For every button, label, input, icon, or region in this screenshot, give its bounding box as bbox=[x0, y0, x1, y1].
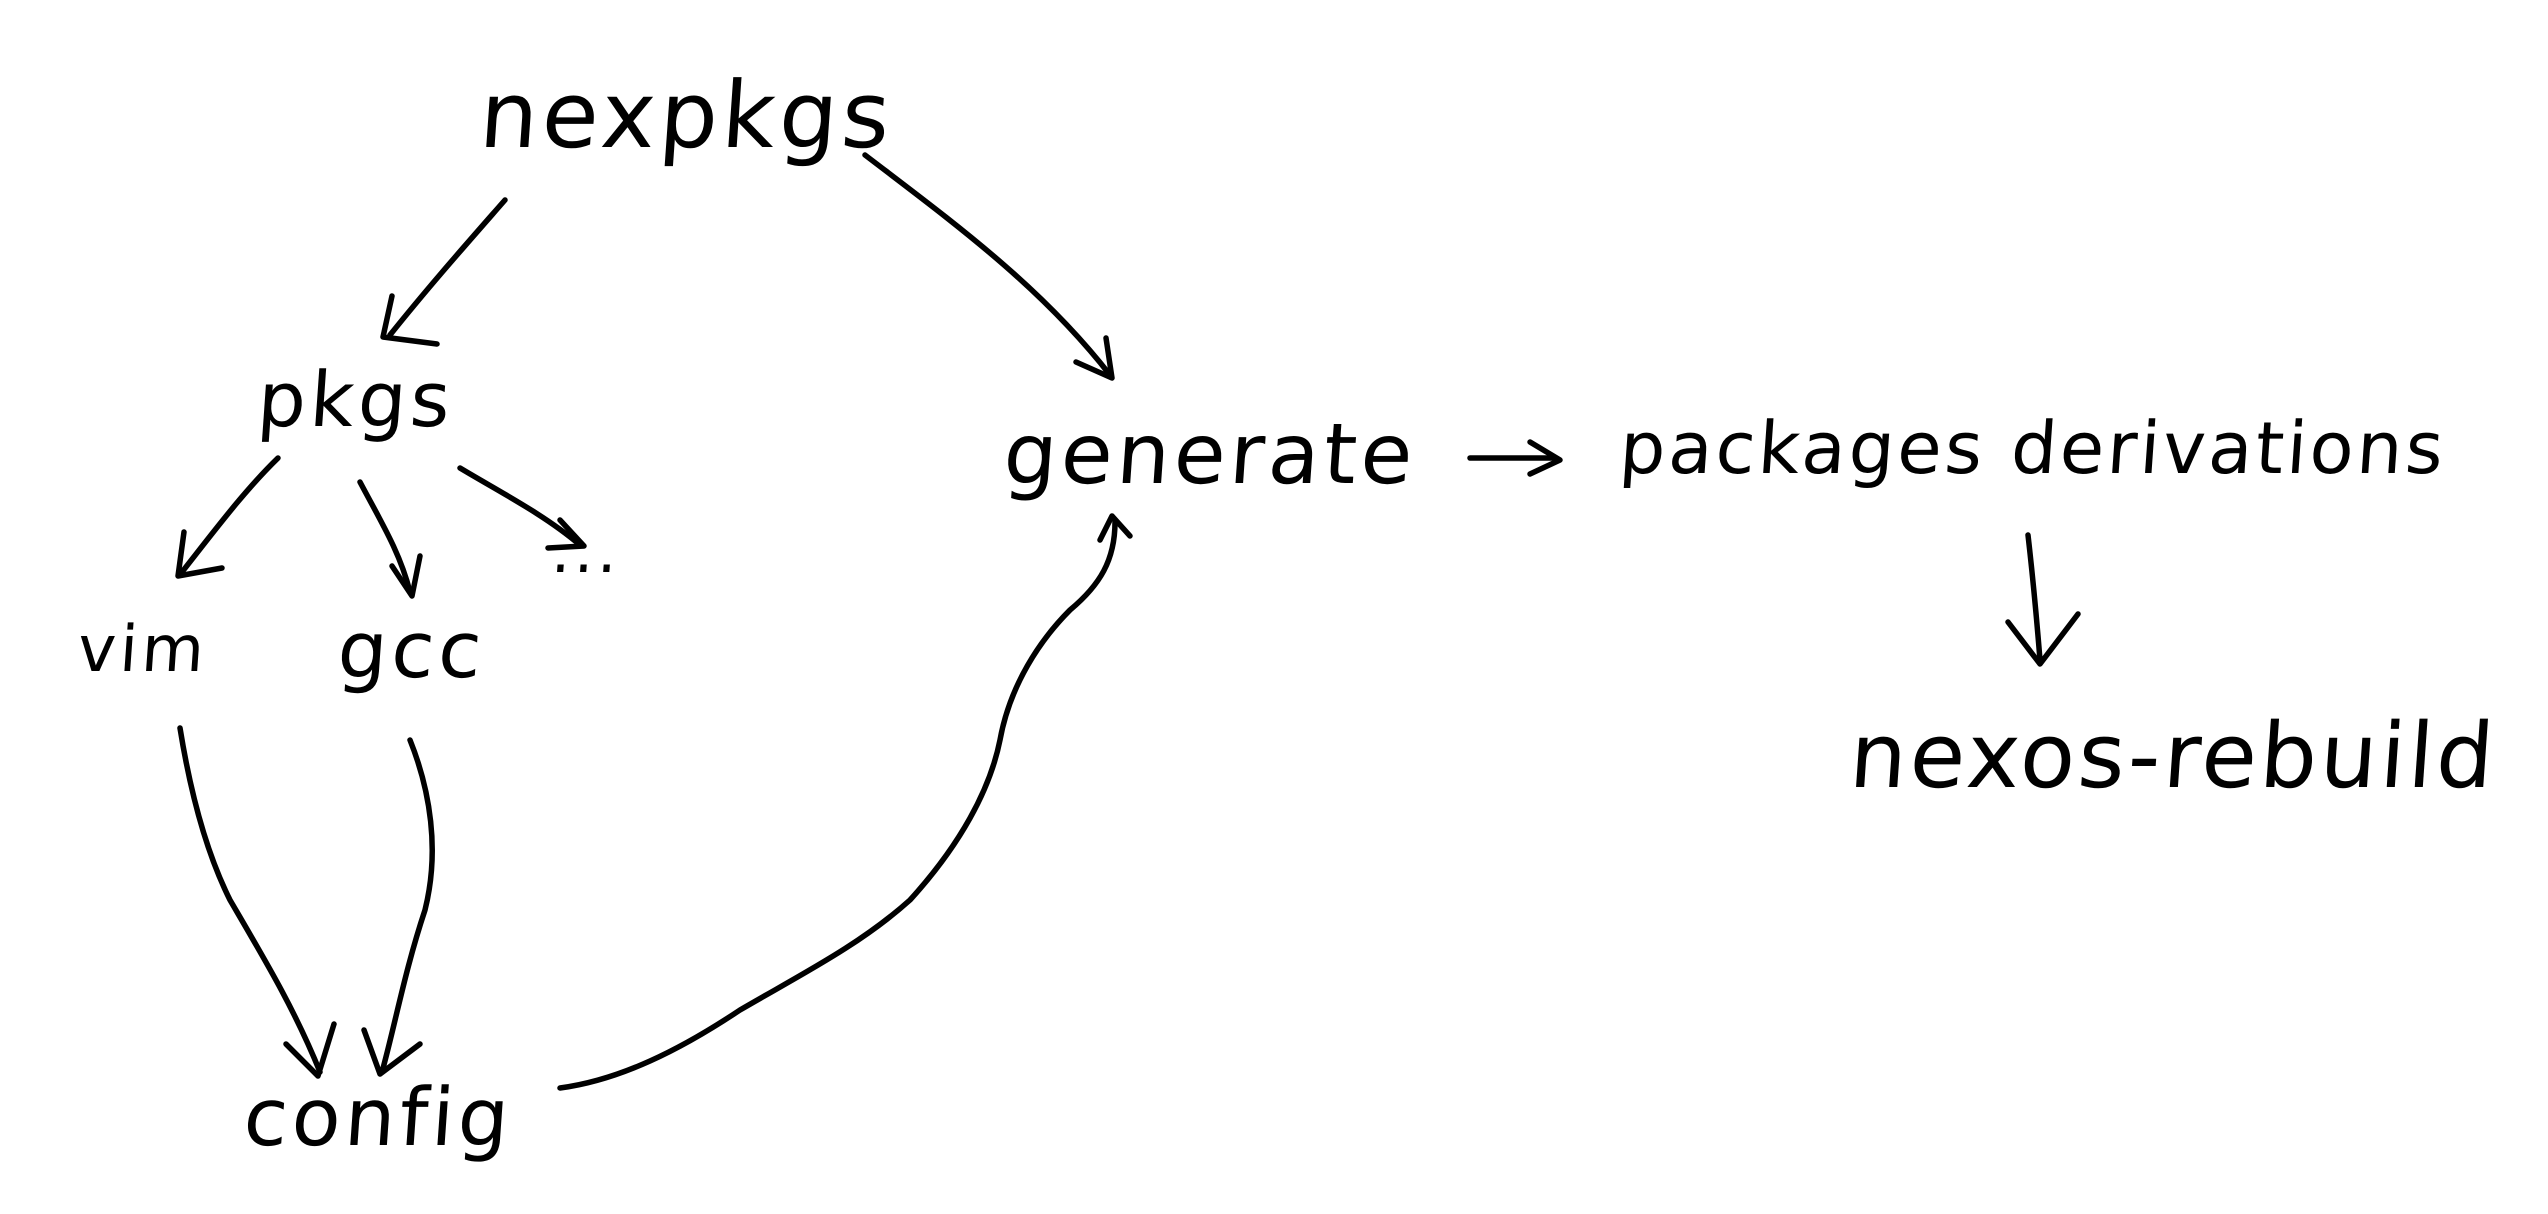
node-nexos-rebuild: nexos-rebuild bbox=[1846, 704, 2501, 809]
edge-gcc-to-config bbox=[361, 737, 435, 1077]
edge-line bbox=[862, 152, 1113, 378]
edge-line bbox=[357, 479, 413, 595]
edge-pkgs-to-gcc bbox=[357, 479, 423, 599]
arrowhead bbox=[2005, 611, 2081, 667]
edge-line bbox=[379, 737, 435, 1075]
edge-packages-derivations-to-nexos-rebuild bbox=[2005, 532, 2081, 667]
arrowhead bbox=[545, 517, 587, 551]
edge-line bbox=[387, 197, 508, 338]
edge-line bbox=[557, 519, 1118, 1091]
edge-generate-to-packages-derivations bbox=[1467, 439, 1563, 477]
node-ellipsis: ... bbox=[549, 517, 624, 587]
node-generate: generate bbox=[1000, 405, 1420, 503]
arrowhead bbox=[175, 529, 225, 579]
edge-pkgs-to-vim bbox=[175, 455, 281, 579]
node-vim: vim bbox=[75, 613, 211, 687]
arrowhead bbox=[389, 553, 423, 599]
node-nexpkgs: nexpkgs bbox=[476, 62, 898, 169]
arrowhead bbox=[283, 1021, 337, 1079]
edge-line bbox=[177, 725, 323, 1075]
edge-nexpkgs-to-generate bbox=[862, 152, 1115, 381]
edge-line bbox=[179, 455, 281, 575]
edge-vim-to-config bbox=[177, 725, 337, 1079]
node-gcc: gcc bbox=[334, 606, 489, 696]
edge-line bbox=[457, 465, 583, 548]
arrowhead bbox=[1527, 439, 1563, 477]
edge-line bbox=[2025, 532, 2043, 663]
node-config: config bbox=[240, 1071, 517, 1164]
node-pkgs: pkgs bbox=[254, 355, 458, 444]
node-packages-derivations: packages derivations bbox=[1617, 406, 2450, 490]
arrowhead bbox=[361, 1027, 423, 1077]
edge-nexpkgs-to-pkgs bbox=[380, 197, 508, 347]
edge-pkgs-to-ellipsis bbox=[457, 465, 587, 551]
arrowhead bbox=[380, 293, 440, 347]
edge-config-to-generate bbox=[557, 513, 1133, 1091]
arrowhead bbox=[1073, 335, 1115, 381]
arrowhead bbox=[1097, 513, 1133, 543]
